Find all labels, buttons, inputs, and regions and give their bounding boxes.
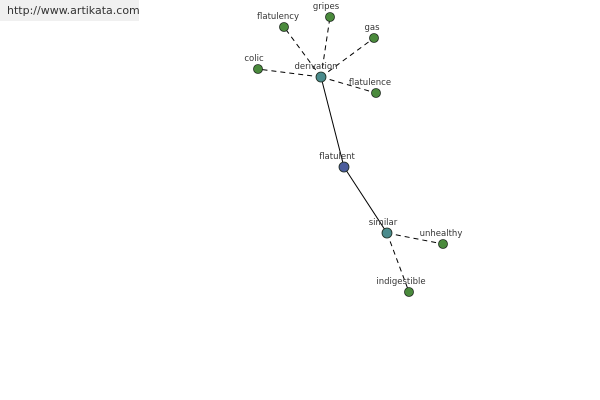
- edge-derivation-flatulency: [283, 26, 322, 78]
- node-flatulent[interactable]: [338, 161, 350, 173]
- edge-derivation-flatulence: [320, 76, 377, 94]
- nodes-layer: [253, 12, 448, 297]
- node-derivation[interactable]: [315, 71, 327, 83]
- node-colic[interactable]: [253, 64, 263, 74]
- node-label-colic[interactable]: colic: [244, 54, 264, 64]
- node-gripes[interactable]: [325, 12, 335, 22]
- labels-layer: flatulent derivation similar flatulency grip…: [244, 2, 462, 287]
- edge-derivation-gripes: [320, 16, 331, 78]
- node-label-flatulent[interactable]: flatulent: [319, 152, 355, 162]
- node-unhealthy[interactable]: [438, 239, 448, 249]
- edge-derivation-gas: [320, 37, 375, 78]
- edge-flatulent-derivation: [320, 76, 345, 168]
- node-label-similar[interactable]: similar: [369, 218, 398, 228]
- node-label-indigestible[interactable]: indigestible: [376, 277, 425, 287]
- node-label-flatulence[interactable]: flatulence: [349, 78, 391, 88]
- site-url-watermark[interactable]: http://www.artikata.com: [0, 0, 140, 21]
- node-flatulency[interactable]: [279, 22, 289, 32]
- node-label-derivation[interactable]: derivation: [294, 62, 337, 72]
- edge-derivation-colic: [257, 68, 322, 78]
- edge-similar-indigestible: [386, 232, 410, 293]
- node-flatulence[interactable]: [371, 88, 381, 98]
- node-label-flatulency[interactable]: flatulency: [257, 12, 299, 22]
- edges-layer: [257, 16, 444, 293]
- node-label-gas[interactable]: gas: [364, 23, 380, 33]
- node-label-gripes[interactable]: gripes: [313, 2, 340, 12]
- edge-similar-unhealthy: [386, 232, 444, 245]
- edge-flatulent-similar: [343, 166, 388, 234]
- node-indigestible[interactable]: [404, 287, 414, 297]
- node-gas[interactable]: [369, 33, 379, 43]
- node-similar[interactable]: [381, 227, 393, 239]
- node-label-unhealthy[interactable]: unhealthy: [420, 229, 463, 239]
